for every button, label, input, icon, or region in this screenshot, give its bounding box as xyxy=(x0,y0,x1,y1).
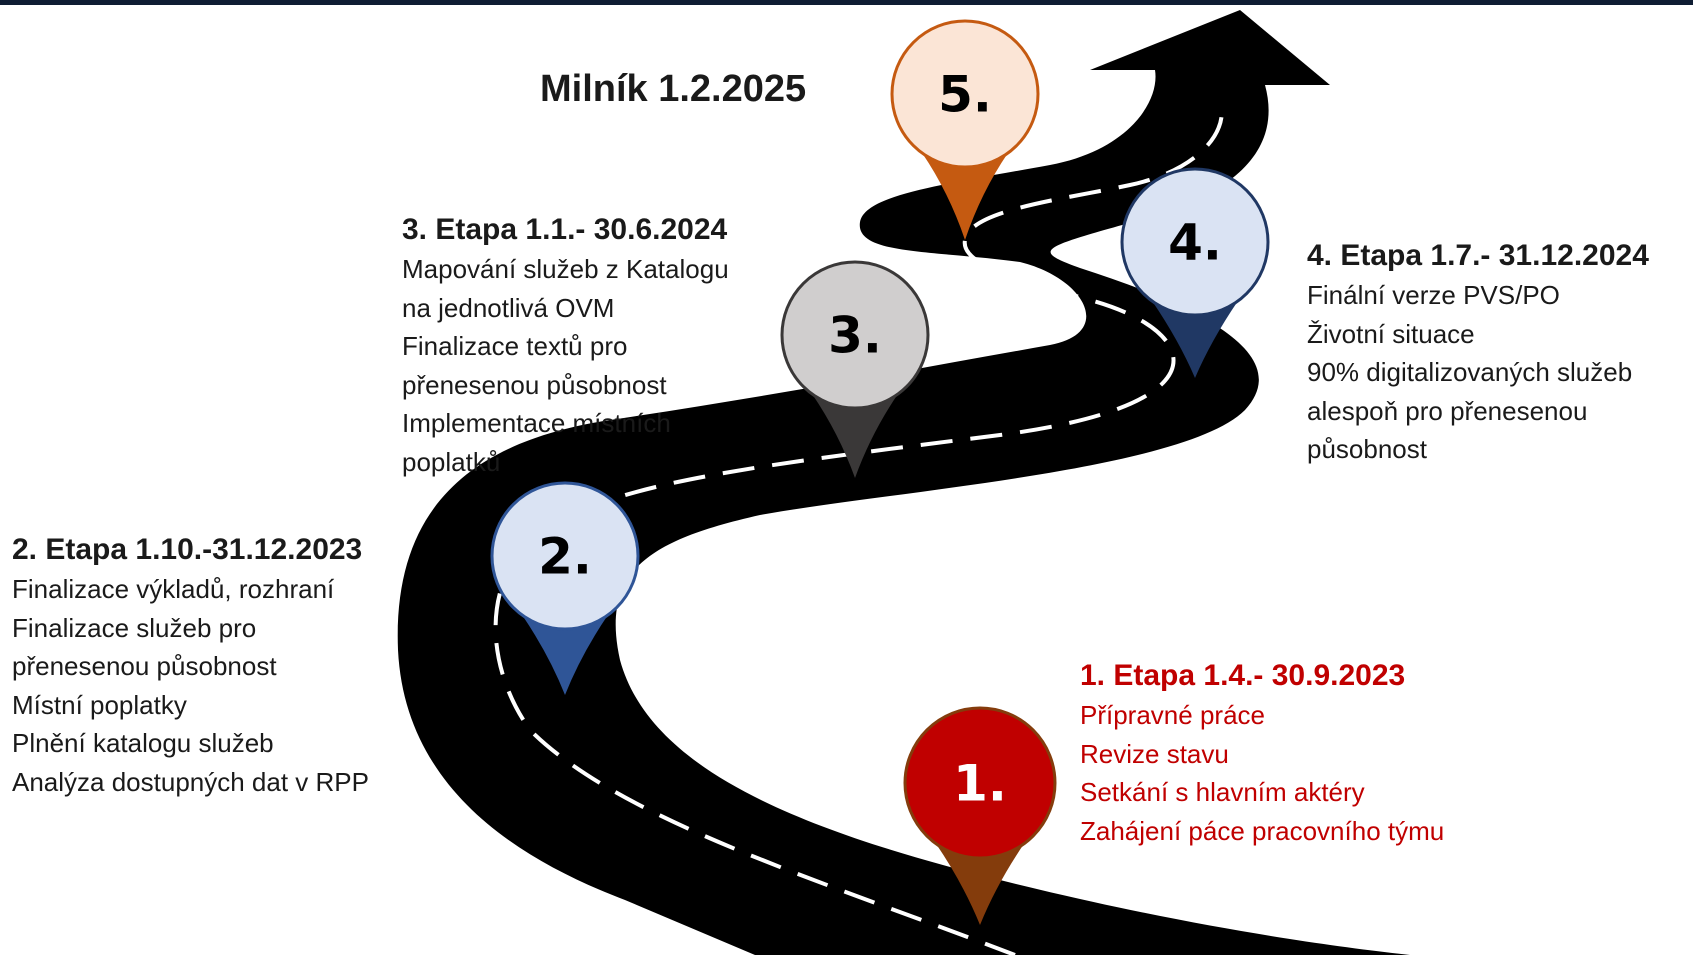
stage-1-title: 1. Etapa 1.4.- 30.9.2023 xyxy=(1080,659,1406,692)
stage-4-item: Životní situace xyxy=(1307,318,1475,349)
lane-marking xyxy=(493,99,1224,955)
pin-head xyxy=(780,260,930,410)
pin-tail xyxy=(935,843,1025,925)
pin-number: 1. xyxy=(953,755,1007,813)
stage-2-item: přenesenou působnost xyxy=(12,651,277,681)
pin-tail xyxy=(1152,301,1238,378)
stage-2-item: Finalizace služeb pro xyxy=(12,612,257,643)
milestone-pin-2: 2. xyxy=(490,481,640,695)
pin-tail xyxy=(522,615,608,695)
top-bar xyxy=(0,0,1693,5)
stage-2-item: Finalizace výkladů, rozhraní xyxy=(12,574,335,604)
pin-number: 4. xyxy=(1168,214,1222,272)
pin-head xyxy=(490,481,640,631)
stage-3-item: poplatků xyxy=(402,446,501,477)
pins: 1. 2. 3. 4. 5. xyxy=(490,19,1270,925)
stage-1-item: Přípravné práce xyxy=(1080,700,1265,730)
stage-4-item: Finální verze PVS/PO xyxy=(1307,280,1560,310)
milestone-pin-5: 5. xyxy=(890,19,1040,240)
stage-3-title: 3. Etapa 1.1.- 30.6.2024 xyxy=(402,213,728,246)
stage-3-item: Mapování služeb z Katalogu xyxy=(402,254,729,284)
pin-number: 3. xyxy=(828,307,882,365)
pin-head xyxy=(1120,167,1270,317)
stage-4-item: působnost xyxy=(1307,434,1427,464)
pin-head xyxy=(890,19,1040,169)
stage-3-item: přenesenou působnost xyxy=(402,369,667,400)
stage-2-title: 2. Etapa 1.10.-31.12.2023 xyxy=(12,533,363,566)
pin-tail xyxy=(922,153,1008,240)
pin-number: 2. xyxy=(538,528,592,586)
stage-1-item: Zahájení páce pracovního týmu xyxy=(1080,815,1445,846)
milestone-pin-4: 4. xyxy=(1120,167,1270,378)
pin-head xyxy=(903,706,1057,860)
milestone-title: Milník 1.2.2025 xyxy=(540,68,807,110)
stage-2-item: Plnění katalogu služeb xyxy=(12,728,274,758)
stage-2-item: Místní poplatky xyxy=(12,689,187,720)
stage-1-item: Revize stavu xyxy=(1080,738,1229,769)
stage-4-text: 4. Etapa 1.7.- 31.12.2024 Finální verze … xyxy=(1307,236,1649,469)
stage-2-item: Analýza dostupných dat v RPP xyxy=(12,766,369,797)
stage-3-text: 3. Etapa 1.1.- 30.6.2024 Mapování služeb… xyxy=(402,210,729,481)
stage-4-item: alespoň pro přenesenou xyxy=(1307,395,1588,426)
stage-4-item: 90% digitalizovaných služeb xyxy=(1307,357,1633,387)
stage-3-item: na jednotlivá OVM xyxy=(402,292,615,323)
stage-3-item: Implementace místních xyxy=(402,408,671,438)
road xyxy=(397,10,1410,955)
pin-tail xyxy=(812,394,898,478)
pin-number: 5. xyxy=(938,66,992,124)
road-surface xyxy=(397,10,1410,955)
stage-4-title: 4. Etapa 1.7.- 31.12.2024 xyxy=(1307,239,1649,272)
stage-1-item: Setkání s hlavním aktéry xyxy=(1080,777,1365,807)
milestone-pin-3: 3. xyxy=(780,260,930,478)
milestone-pin-1: 1. xyxy=(903,706,1057,925)
stage-2-text: 2. Etapa 1.10.-31.12.2023 Finalizace výk… xyxy=(12,530,369,801)
stage-1-text: 1. Etapa 1.4.- 30.9.2023 Přípravné práce… xyxy=(1080,656,1444,850)
stage-3-item: Finalizace textů pro xyxy=(402,331,628,361)
